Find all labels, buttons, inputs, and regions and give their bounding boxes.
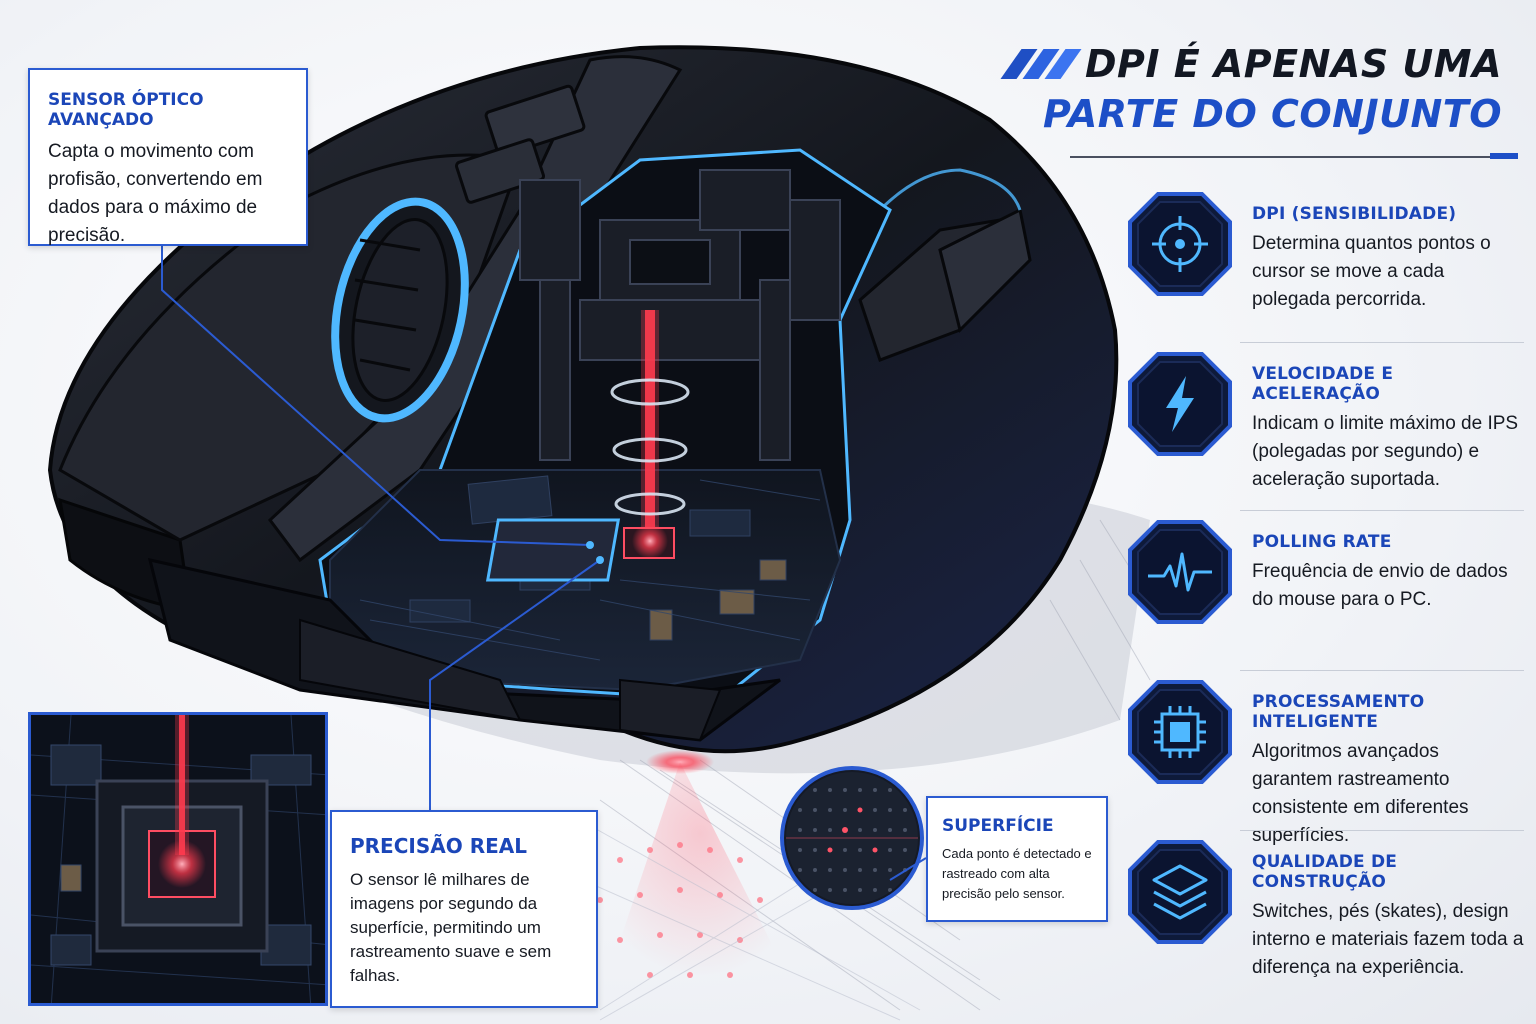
callout-sensor-optico: SENSOR ÓPTICO AVANÇADO Capta o movimento…	[28, 68, 308, 246]
feature-text: Switches, pés (skates), design interno e…	[1252, 901, 1524, 978]
title-line-1: DPI É APENAS UMA	[1084, 42, 1502, 86]
callout-precisao-real: PRECISÃO REAL O sensor lê milhares de im…	[330, 810, 598, 1008]
title-divider-accent	[1490, 153, 1518, 159]
callout-superficie: SUPERFÍCIE Cada ponto é detectado e rast…	[926, 796, 1108, 922]
pulse-icon	[1128, 520, 1232, 624]
page-title: DPI É APENAS UMA PARTE DO CONJUNTO	[1000, 42, 1502, 136]
feature-title: POLLING RATE	[1252, 532, 1392, 552]
feature-item-qualidade: QUALIDADE DE CONSTRUÇÃO Switches, pés (s…	[1128, 830, 1524, 996]
callout-text: Cada ponto é detectado e rastreado com a…	[942, 846, 1092, 901]
lightning-icon	[1128, 352, 1232, 456]
feature-list: DPI (SENSIBILIDADE) Determina quantos po…	[1128, 188, 1524, 996]
callout-heading: SENSOR ÓPTICO AVANÇADO	[48, 90, 204, 130]
feature-item-processamento: PROCESSAMENTO INTELIGENTE Algoritmos ava…	[1128, 670, 1524, 846]
callout-text: Capta o movimento com profisão, converte…	[48, 141, 263, 246]
title-line-2: PARTE DO CONJUNTO	[1042, 92, 1502, 136]
feature-text: Indicam o limite máximo de IPS (polegada…	[1252, 413, 1519, 490]
feature-title: QUALIDADE DE CONSTRUÇÃO	[1252, 852, 1398, 892]
feature-text: Algoritmos avançados garantem rastreamen…	[1252, 741, 1469, 846]
layers-icon	[1128, 840, 1232, 944]
sensor-closeup-inset	[28, 712, 328, 1006]
title-divider	[1070, 156, 1518, 158]
feature-item-dpi: DPI (SENSIBILIDADE) Determina quantos po…	[1128, 188, 1524, 348]
feature-item-polling: POLLING RATE Frequência de envio de dado…	[1128, 510, 1524, 676]
title-stripes-decoration	[1000, 49, 1082, 79]
feature-text: Frequência de envio de dados do mouse pa…	[1252, 561, 1508, 610]
callout-heading: PRECISÃO REAL	[350, 834, 527, 858]
chip-icon	[1128, 680, 1232, 784]
feature-title: DPI (SENSIBILIDADE)	[1252, 204, 1457, 224]
callout-heading: SUPERFÍCIE	[942, 816, 1054, 836]
feature-title: VELOCIDADE E ACELERAÇÃO	[1252, 364, 1394, 404]
feature-item-velocidade: VELOCIDADE E ACELERAÇÃO Indicam o limite…	[1128, 342, 1524, 516]
feature-text: Determina quantos pontos o cursor se mov…	[1252, 233, 1491, 310]
crosshair-icon	[1128, 192, 1232, 296]
callout-text: O sensor lê milhares de imagens por segu…	[350, 870, 552, 985]
feature-title: PROCESSAMENTO INTELIGENTE	[1252, 692, 1425, 732]
